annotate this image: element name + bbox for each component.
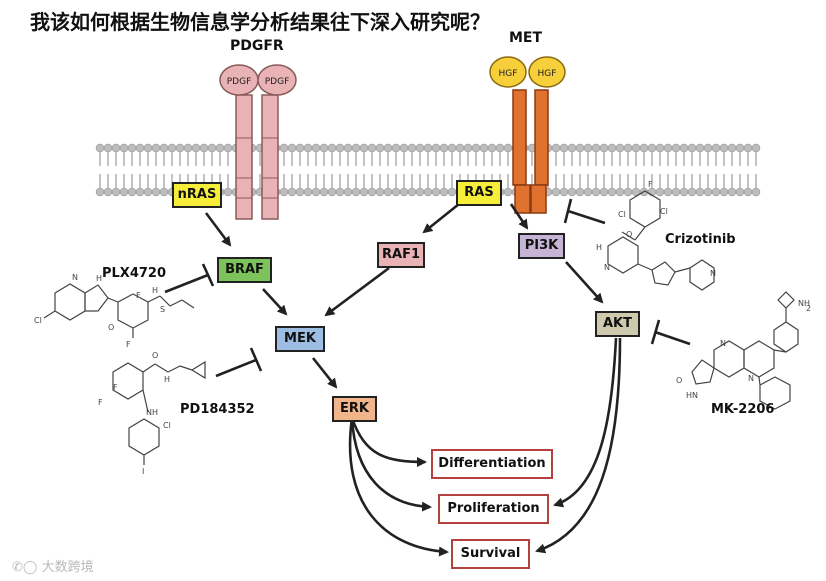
node-raf1: RAF1: [377, 242, 425, 268]
arrow-nras-braf: [204, 212, 232, 247]
svg-text:F: F: [113, 383, 118, 392]
inhibit-pd184352-mek: [215, 358, 257, 378]
pdgfr-label: PDGFR: [230, 38, 284, 54]
svg-text:F: F: [98, 398, 103, 407]
svg-text:O: O: [626, 230, 632, 239]
pdgfr-receptor: [235, 94, 279, 220]
node-nras: nRAS: [172, 182, 222, 208]
inhibit-crizotinib-met: [567, 209, 606, 225]
outcome-survival: Survival: [451, 539, 530, 569]
svg-text:HN: HN: [686, 391, 698, 400]
outcome-differentiation: Differentiation: [431, 449, 553, 479]
node-erk: ERK: [332, 396, 377, 422]
mk2206-structure: [691, 291, 799, 410]
arrow-erk-survival: [348, 417, 449, 557]
inhibitor-crizotinib: Crizotinib: [665, 232, 736, 247]
node-ras: RAS: [456, 180, 502, 206]
crizotinib-structure: [607, 190, 715, 291]
arrow-braf-mek: [262, 288, 288, 316]
svg-text:H: H: [596, 243, 602, 252]
inhibit-mk2206-akt: [654, 330, 691, 346]
arrow-erk-differentiation: [350, 417, 427, 467]
met-label: MET: [509, 30, 543, 46]
svg-text:Cl: Cl: [618, 210, 626, 219]
svg-text:H: H: [164, 375, 170, 384]
svg-text:O: O: [152, 351, 158, 360]
svg-text:2: 2: [806, 304, 811, 313]
svg-text:N: N: [748, 374, 754, 383]
inhibitor-plx4720: PLX4720: [102, 266, 167, 281]
hgf-ligand-right: [528, 56, 566, 88]
node-mek: MEK: [275, 326, 325, 352]
arrow-erk-proliferation: [350, 417, 432, 512]
watermark-icon: ✆◯: [12, 560, 42, 575]
watermark: ✆◯ 大数跨境: [12, 556, 94, 575]
node-pi3k: PI3K: [518, 233, 565, 259]
pdgf-label-right: PDGF: [265, 77, 290, 87]
svg-text:NH: NH: [146, 408, 158, 417]
pdgf-label-left: PDGF: [227, 77, 252, 87]
svg-text:F: F: [648, 180, 653, 189]
svg-text:N: N: [720, 339, 726, 348]
inhibitor-pd184352: PD184352: [180, 402, 255, 417]
outcome-proliferation: Proliferation: [438, 494, 549, 524]
arrow-akt-survival: [535, 337, 622, 554]
arrow-ras-pi3k: [509, 203, 529, 230]
arrow-pi3k-akt: [565, 261, 604, 304]
svg-text:S: S: [160, 305, 165, 314]
svg-text:Cl: Cl: [660, 207, 668, 216]
hgf-label-left: HGF: [499, 69, 518, 79]
svg-text:N: N: [604, 263, 610, 272]
node-braf: BRAF: [217, 257, 272, 283]
svg-text:N: N: [72, 273, 78, 282]
arrow-ras-raf1: [422, 202, 460, 234]
svg-text:H: H: [96, 274, 102, 283]
hgf-label-right: HGF: [538, 69, 557, 79]
plx4720-structure: [43, 283, 195, 338]
arrow-akt-proliferation: [553, 337, 618, 508]
svg-text:I: I: [142, 467, 144, 476]
met-receptor: [512, 89, 549, 214]
svg-text:Cl: Cl: [34, 316, 42, 325]
svg-text:N: N: [710, 269, 716, 278]
pd184352-structure: [112, 360, 206, 465]
watermark-text: 大数跨境: [41, 560, 94, 575]
arrow-mek-erk: [311, 357, 338, 389]
node-akt: AKT: [595, 311, 640, 337]
hgf-ligand-left: [489, 56, 527, 88]
inhibitor-mk2206: MK-2206: [711, 402, 775, 417]
svg-text:O: O: [676, 376, 682, 385]
arrow-raf1-mek: [324, 266, 390, 317]
svg-text:NH: NH: [798, 299, 810, 308]
svg-text:F: F: [126, 340, 131, 349]
svg-text:H: H: [152, 286, 158, 295]
inhibit-plx4720-braf: [164, 273, 209, 294]
svg-text:O: O: [108, 323, 114, 332]
svg-text:F: F: [136, 291, 141, 300]
page-title: 我该如何根据生物信息学分析结果往下深入研究呢？: [30, 10, 490, 34]
pdgf-ligand-right: [257, 64, 297, 96]
svg-text:Cl: Cl: [163, 421, 171, 430]
